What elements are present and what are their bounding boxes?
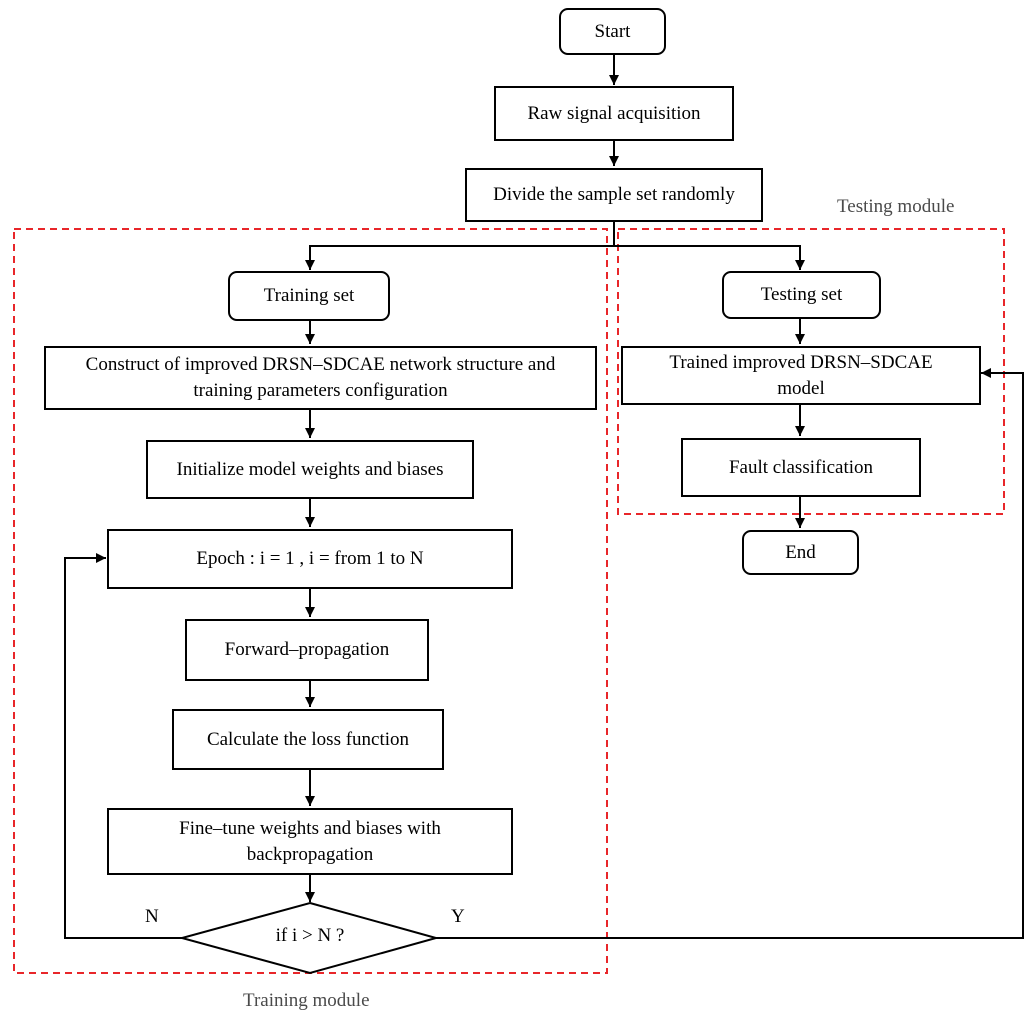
- decision-diamond: [178, 901, 440, 975]
- branch-label-yes: Y: [451, 906, 465, 927]
- edge-decision-no-loop: [64, 553, 182, 939]
- fine-tune-node: Fine–tune weights and biases with backpr…: [107, 808, 513, 875]
- trained-model-line-1: Trained improved DRSN–SDCAE: [669, 351, 933, 373]
- decision-condition-text: if i > N ?: [275, 925, 345, 946]
- trained-model-line-2: model: [777, 377, 825, 399]
- forward-propagation-node: Forward–propagation: [185, 619, 429, 681]
- edge-divide-to-testing-set: [614, 245, 805, 270]
- training-set-node: Training set: [228, 271, 390, 321]
- raw-signal-acquisition-node: Raw signal acquisition: [494, 86, 734, 141]
- testing-module-border: [617, 228, 1005, 515]
- fine-tune-line-2: backpropagation: [246, 843, 374, 865]
- epoch-loop-node: Epoch : i = 1 , i = from 1 to N: [107, 529, 513, 589]
- construct-network-node: Construct of improved DRSN–SDCAE network…: [44, 346, 597, 410]
- training-module-label: Training module: [243, 990, 370, 1011]
- construct-network-line-2: training parameters configuration: [193, 380, 448, 401]
- start-node: Start: [559, 8, 666, 55]
- testing-module-label: Testing module: [837, 196, 955, 217]
- edge-divide-to-training-set: [305, 222, 615, 270]
- trained-model-node: Trained improved DRSN–SDCAE model: [621, 346, 981, 405]
- fine-tune-line-1: Fine–tune weights and biases with: [179, 817, 441, 839]
- branch-label-no: N: [145, 906, 159, 927]
- initialize-weights-node: Initialize model weights and biases: [146, 440, 474, 499]
- fault-classification-node: Fault classification: [681, 438, 921, 497]
- testing-set-node: Testing set: [722, 271, 881, 319]
- calculate-loss-node: Calculate the loss function: [172, 709, 444, 770]
- edge-decision-yes-to-trained-model: [436, 368, 1024, 939]
- divide-sample-set-node: Divide the sample set randomly: [465, 168, 763, 222]
- construct-network-line-1: Construct of improved DRSN–SDCAE network…: [85, 354, 556, 375]
- end-node: End: [742, 530, 859, 575]
